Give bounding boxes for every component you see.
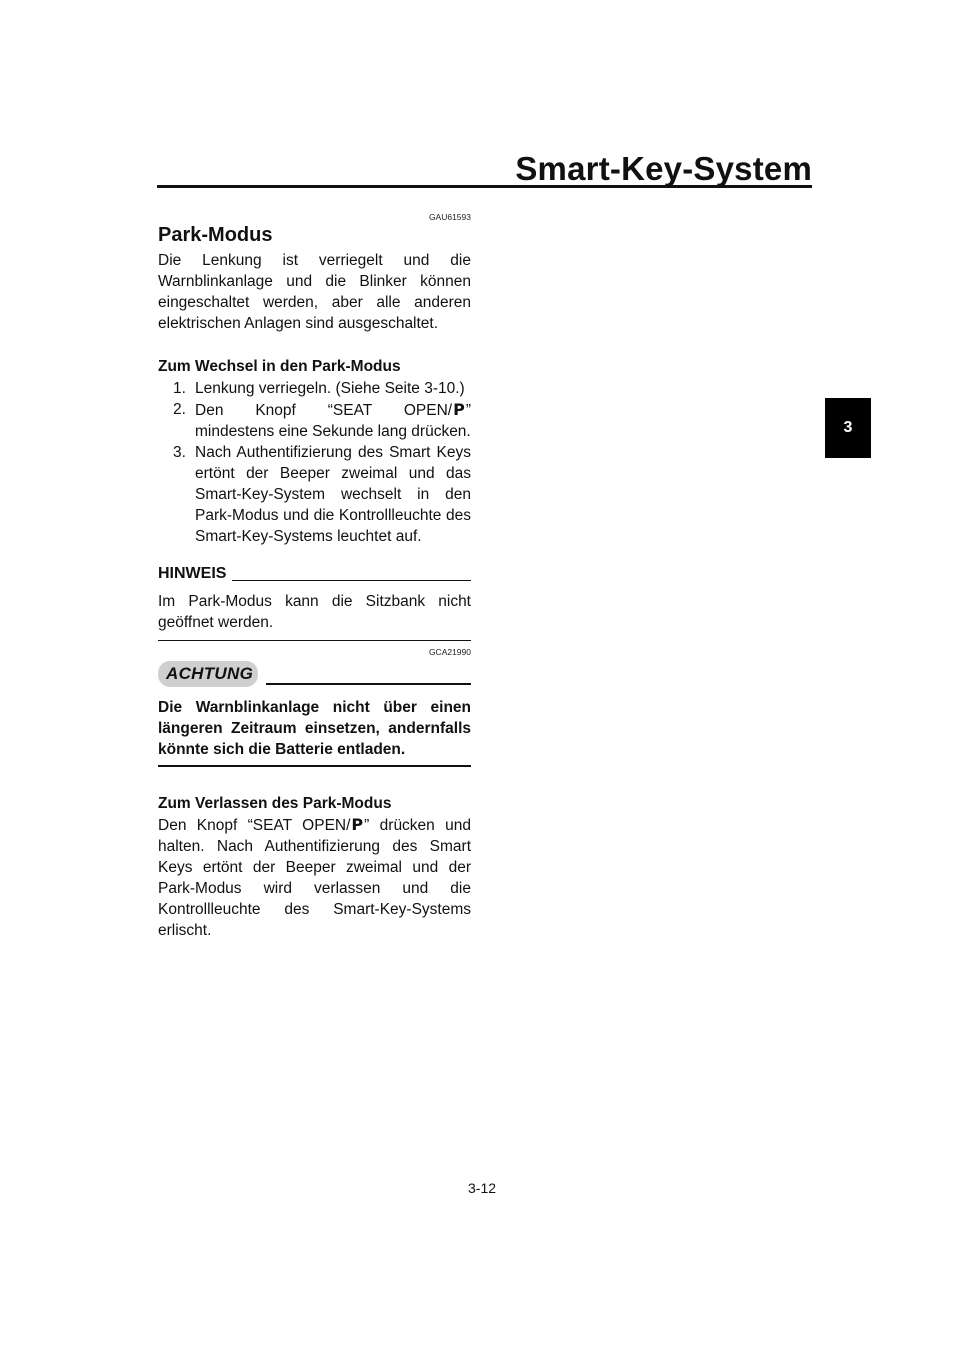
- chapter-tab[interactable]: 3: [825, 398, 871, 458]
- note-label: HINWEIS: [158, 565, 227, 582]
- enter-steps: 1. Lenkung verriegeln. (Siehe Seite 3-10…: [158, 378, 471, 547]
- exit-heading: Zum Verlassen des Park-Modus: [158, 795, 392, 812]
- intro-paragraph: Die Lenkung ist verriegelt und die Warnb…: [158, 252, 471, 332]
- step-number: 1.: [173, 380, 186, 397]
- caution-text: Die Warnblinkanlage nicht über einen län…: [158, 699, 471, 758]
- step-text: Nach Authentifizierung des Smart Keys er…: [195, 444, 471, 545]
- note-end-rule: [158, 640, 471, 641]
- list-item: 3. Nach Authentifizierung des Smart Keys…: [158, 442, 471, 547]
- enter-heading: Zum Wechsel in den Park-Modus: [158, 358, 401, 375]
- step-text-a: Den Knopf “SEAT OPEN/: [195, 402, 453, 419]
- list-item: 2. Den Knopf “SEAT OPEN/P” mindestens ei…: [158, 399, 471, 442]
- step-text: Lenkung verriegeln. (Siehe Seite 3-10.): [195, 380, 465, 397]
- step-number: 3.: [173, 444, 186, 461]
- content-column: GAU61593 Park-Modus Die Lenkung ist verr…: [158, 212, 471, 941]
- caution-header: ACHTUNG: [158, 661, 471, 687]
- note-rule: [232, 580, 471, 581]
- step-text-b: ” mindestens eine Sekunde lang drücken.: [195, 402, 471, 440]
- park-p-icon: P: [351, 815, 364, 834]
- exit-text-a: Den Knopf “SEAT OPEN/: [158, 817, 351, 834]
- list-item: 1. Lenkung verriegeln. (Siehe Seite 3-10…: [158, 378, 471, 399]
- note-header: HINWEIS: [158, 565, 471, 583]
- caution-rule: [266, 683, 471, 685]
- header-rule: [157, 185, 812, 188]
- page-title: Smart-Key-System: [515, 150, 812, 187]
- caution-end-rule: [158, 765, 471, 767]
- note-text: Im Park-Modus kann die Sitzbank nicht ge…: [158, 593, 471, 631]
- exit-text-b: ” drücken und halten. Nach Authentifizie…: [158, 817, 472, 939]
- section-heading: Park-Modus: [158, 224, 273, 246]
- page-number: 3-12: [468, 1180, 497, 1196]
- step-number: 2.: [173, 401, 186, 418]
- caution-code: GCA21990: [428, 647, 471, 657]
- park-p-icon: P: [453, 400, 465, 419]
- exit-paragraph: Den Knopf “SEAT OPEN/P” drücken und halt…: [158, 814, 471, 941]
- caution-badge: ACHTUNG: [158, 661, 259, 687]
- section-code: GAU61593: [428, 212, 471, 222]
